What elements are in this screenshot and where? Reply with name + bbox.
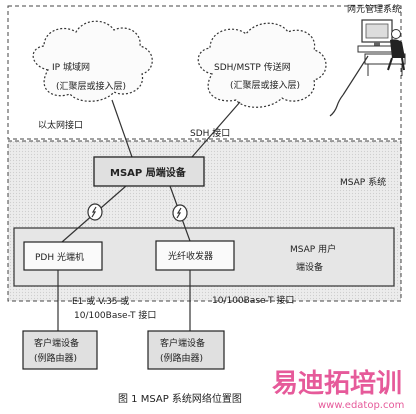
watermark-url: www.edatop.com [318,400,404,411]
fiber-optic-icon [172,204,188,222]
client-left-label-2: (例路由器) [34,352,77,364]
nms-label: 网元管理系统 [347,3,401,15]
ip-cloud-subtitle: (汇聚层或接入层) [56,80,126,92]
sdh-port-label: SDH 接口 [190,127,230,139]
pdh-optical-terminal [23,241,103,271]
right-interface-label: 10/100Base-T 接口 [212,294,294,306]
left-interface-label-1: E1 或 V.35 或 [72,295,129,307]
msap-local-label: MSAP 局端设备 [110,166,187,179]
fiber-transceiver-label: 光纤收发器 [168,250,213,262]
sdh-link [191,101,241,158]
eth-port-label: 以太网接口 [38,119,83,131]
eth-link [111,99,133,158]
network-boundary [7,5,402,140]
nms-link-wave [329,94,344,117]
msap-local-device [93,156,205,187]
fiber-optic-icon [87,203,103,221]
left-interface-label-2: 10/100Base-T 接口 [74,309,156,321]
msap-system-label: MSAP 系统 [340,176,386,188]
sdh-cloud-subtitle: (汇聚层或接入层) [230,79,300,91]
fiber-transceiver [155,240,235,271]
client-right-label-1: 客户端设备 [160,337,205,349]
sdh-cloud-title: SDH/MSTP 传送网 [214,61,291,73]
client-left-label-1: 客户端设备 [34,337,79,349]
pdh-label: PDH 光端机 [35,251,84,263]
nms-link [342,55,369,96]
ip-cloud-title: IP 城域网 [52,61,90,73]
figure-caption: 图 1 MSAP 系统网络位置图 [118,392,242,405]
client-device-left [22,330,98,370]
msap-user-label-2: 端设备 [296,261,323,273]
msap-user-label-1: MSAP 用户 [290,243,336,255]
computer-icon [357,19,406,76]
ip-metro-cloud [32,20,153,102]
watermark-logo: 易迪拓培训 [272,368,402,398]
sdh-mstp-cloud [197,22,327,108]
client-right-label-2: (例路由器) [160,352,203,364]
client-device-right [147,330,225,370]
